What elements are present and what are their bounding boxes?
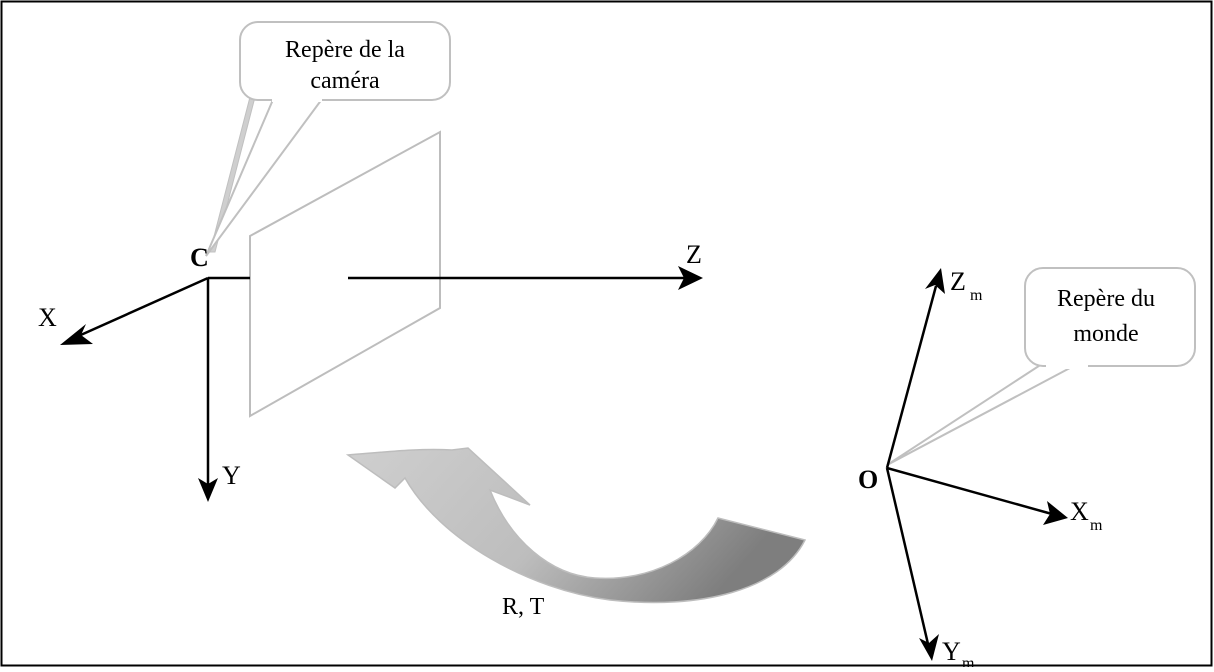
camera-x-label: X	[38, 303, 57, 332]
camera-y-label: Y	[222, 461, 241, 490]
world-callout-line1: Repère du	[1057, 286, 1155, 312]
camera-axes: C X Y Z	[38, 240, 703, 502]
transform-arrow-shape	[345, 447, 807, 604]
world-x-axis	[886, 466, 1053, 516]
image-plane	[249, 130, 441, 418]
world-z-arrowhead	[925, 268, 945, 294]
camera-callout: Repère de la caméra	[205, 21, 451, 257]
world-z-subscript: m	[970, 287, 983, 304]
camera-callout-joint	[272, 96, 322, 102]
world-z-axis	[885, 285, 938, 469]
world-axes: O Z m X m Y m	[858, 267, 1103, 672]
world-callout-bubble	[1024, 267, 1196, 367]
camera-callout-bubble	[239, 21, 451, 101]
world-callout-joint	[1046, 361, 1088, 369]
world-z-label: Z	[950, 267, 966, 296]
world-callout-pointer	[886, 359, 1086, 466]
world-callout: Repère du monde	[886, 267, 1196, 466]
camera-x-arrowhead	[60, 324, 93, 345]
world-x-subscript: m	[1090, 517, 1103, 534]
world-x-label: X	[1070, 497, 1089, 526]
world-y-label: Y	[942, 637, 961, 666]
camera-origin-label: C	[190, 243, 209, 272]
world-y-arrowhead	[919, 634, 939, 661]
transform-arrow: R, T	[345, 447, 807, 620]
world-y-subscript: m	[962, 655, 975, 667]
camera-y-arrowhead	[198, 478, 218, 502]
transform-label: R, T	[502, 594, 545, 620]
world-x-arrowhead	[1043, 501, 1068, 525]
world-origin-label: O	[858, 465, 878, 494]
world-callout-line2: monde	[1073, 321, 1138, 347]
camera-z-label: Z	[686, 240, 702, 269]
world-y-axis	[885, 467, 930, 645]
camera-callout-line2: caméra	[310, 68, 380, 94]
camera-z-arrowhead	[678, 266, 703, 290]
camera-x-axis	[73, 276, 209, 340]
camera-callout-line1: Repère de la	[285, 37, 405, 63]
